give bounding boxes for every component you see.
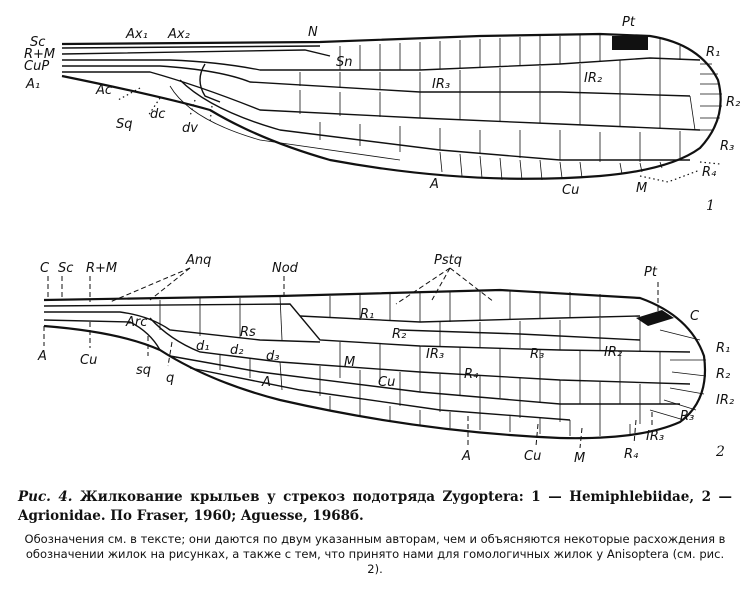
wing2-label-r1-right: R₁: [716, 341, 730, 356]
wing1-number: 1: [706, 198, 715, 214]
wing2-label-pt: Pt: [644, 265, 658, 280]
wing2-label-cu-bottom: Cu: [524, 449, 541, 464]
wing2-label-cu-left: Cu: [80, 353, 97, 368]
wing2-label-d2: d₂: [230, 343, 243, 358]
wing1-label-r4: R₄: [702, 165, 717, 180]
wing2-label-q: q: [166, 371, 174, 386]
wing2-label-a-mid: A: [261, 375, 271, 390]
wing2-label-pstq: Pstq: [434, 253, 462, 268]
caption-title-text: Жилкование крыльев у стрекоз подотряда Z…: [18, 489, 732, 524]
wing2-label-c: C: [40, 261, 50, 276]
wing1-label-m: M: [636, 181, 647, 196]
wing2-label-ir3: IR₃: [426, 347, 444, 362]
wing-2: C Sc R+M Anq Nod Pstq Pt C Arc Rs R₁ R₂ …: [37, 253, 734, 466]
wing2-label-r3-right: R₃: [680, 409, 694, 424]
wing2-label-d1: d₁: [196, 339, 209, 354]
wing2-label-r4: R₄: [464, 367, 479, 382]
wing1-label-r2: R₂: [726, 95, 740, 110]
caption-note: Обозначения см. в тексте; они даются по …: [24, 532, 726, 576]
wing2-label-ir2-right: IR₂: [716, 393, 734, 408]
caption-figure-label: Рис. 4.: [18, 489, 73, 505]
wing1-label-pt: Pt: [622, 15, 636, 30]
wing1-label-sc: Sc: [30, 35, 45, 50]
pterostigma-2: [636, 310, 674, 326]
wing2-label-sq: sq: [136, 363, 151, 378]
wing2-label-rm: R+M: [86, 261, 117, 276]
wing1-label-sq: Sq: [116, 117, 133, 132]
wing1-label-sn: Sn: [336, 55, 353, 70]
wing2-label-anq: Anq: [185, 253, 211, 268]
wing2-label-ir3-bottom: IR₃: [646, 429, 664, 444]
wing1-label-ir2: IR₂: [584, 71, 602, 86]
wing1-label-cup: CuP: [24, 59, 49, 74]
wing-1: Sc R+M CuP A₁ Ax₁ Ax₂ N Sn Ac Sq dc dv I…: [24, 15, 740, 214]
wing2-label-cu-mid: Cu: [378, 375, 395, 390]
wing1-label-rm: R+M: [24, 47, 55, 62]
wing1-label-dv: dv: [182, 121, 198, 136]
wing2-label-d3: d₃: [266, 349, 279, 364]
wing1-label-n: N: [308, 25, 318, 40]
wing1-label-dc: dc: [150, 107, 165, 122]
wing1-label-r1: R₁: [706, 45, 720, 60]
wing1-label-a: A: [429, 177, 439, 192]
wing1-label-cu: Cu: [562, 183, 579, 198]
wing2-label-m: M: [344, 355, 355, 370]
wing1-label-a1: A₁: [25, 77, 40, 92]
wing2-label-ir2: IR₂: [604, 345, 622, 360]
wing2-label-nod: Nod: [272, 261, 299, 276]
wing2-label-a-bottom: A: [461, 449, 471, 464]
wing-venation-figure: Sc R+M CuP A₁ Ax₁ Ax₂ N Sn Ac Sq dc dv I…: [24, 15, 740, 466]
wing2-label-arc: Arc: [125, 315, 147, 330]
wing2-label-sc: Sc: [58, 261, 73, 276]
wing1-label-r3: R₃: [720, 139, 734, 154]
figure-caption: Рис. 4. Жилкование крыльев у стрекоз под…: [18, 488, 732, 577]
wing2-label-a-left: A: [37, 349, 47, 364]
wing2-number: 2: [715, 444, 725, 460]
wing2-label-c2: C: [690, 309, 700, 324]
pterostigma-1: [612, 36, 648, 50]
wing2-label-r1: R₁: [360, 307, 374, 322]
wing2-label-r3: R₃: [530, 347, 544, 362]
wing1-label-ax1: Ax₁: [125, 27, 148, 42]
caption-title: Рис. 4. Жилкование крыльев у стрекоз под…: [18, 488, 732, 526]
wing2-label-rs: Rs: [240, 325, 256, 340]
wing2-label-r2-right: R₂: [716, 367, 730, 382]
wing1-label-ir3: IR₃: [432, 77, 450, 92]
wing2-label-r2: R₂: [392, 327, 406, 342]
wing2-label-m-bottom: M: [574, 451, 585, 466]
wing2-label-r4-bottom: R₄: [624, 447, 639, 462]
wing1-label-ac: Ac: [95, 83, 112, 98]
wing1-label-ax2: Ax₂: [167, 27, 190, 42]
